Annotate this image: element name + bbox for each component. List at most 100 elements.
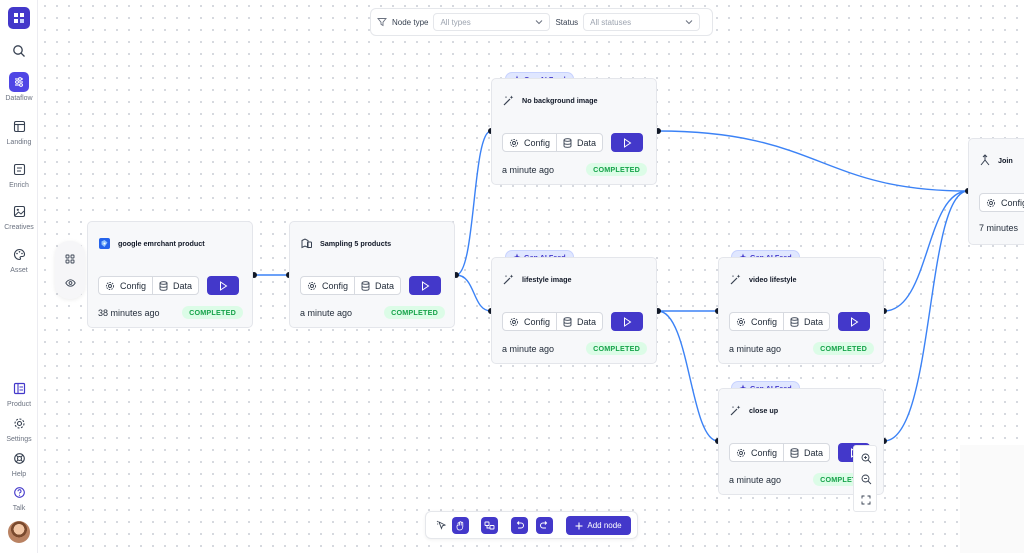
status-select[interactable]: All statuses [583, 13, 701, 31]
config-label: Config [120, 280, 147, 291]
sidebar-item-label: Talk [12, 505, 26, 512]
node-title: close up [749, 406, 779, 415]
grid-view-button[interactable] [63, 252, 77, 266]
layout-button[interactable] [481, 517, 498, 534]
node-timestamp: a minute ago [502, 343, 555, 354]
preview-button[interactable] [63, 276, 77, 290]
config-button[interactable]: Config [99, 277, 152, 294]
status-badge: COMPLETED [586, 163, 647, 176]
play-icon [219, 280, 227, 291]
config-label: Config [322, 280, 349, 291]
undo-button[interactable] [511, 517, 528, 534]
config-button[interactable]: Config [980, 194, 1024, 211]
flow-node-no-background[interactable]: No background image Config Data a minute… [491, 78, 657, 185]
data-button[interactable]: Data [783, 444, 829, 461]
flow-node-google-merchant[interactable]: google emrchant product Config Data 38 m… [87, 221, 253, 328]
filter-bar: Node type All types Status All statuses [370, 8, 713, 36]
node-type-value: All types [440, 17, 471, 27]
data-label: Data [577, 137, 597, 148]
data-button[interactable]: Data [354, 277, 400, 294]
node-title: Sampling 5 products [320, 239, 392, 248]
config-label: Config [524, 316, 551, 327]
sidebar-item-label: Dataflow [5, 95, 33, 102]
sampling-icon [301, 238, 312, 249]
config-label: Config [751, 447, 778, 458]
magic-wand-icon [730, 274, 741, 285]
node-timestamp: a minute ago [502, 164, 555, 175]
sidebar-item-settings[interactable]: Settings [0, 413, 38, 443]
view-toggle-panel [55, 241, 85, 299]
question-icon [9, 482, 29, 502]
app-logo[interactable] [8, 7, 30, 29]
play-icon [623, 137, 631, 148]
data-button[interactable]: Data [556, 134, 602, 151]
canvas-toolbar: Add node [425, 511, 638, 539]
run-button[interactable] [409, 276, 442, 295]
node-header: close up [729, 404, 778, 417]
run-button[interactable] [611, 312, 644, 331]
config-button[interactable]: Config [730, 444, 783, 461]
google-merchant-icon [99, 238, 110, 249]
canvas-edge [960, 445, 1024, 553]
database-icon [790, 316, 799, 327]
gear-icon [509, 138, 519, 147]
pan-tool-button[interactable] [452, 517, 469, 534]
data-button[interactable]: Data [783, 313, 829, 330]
data-button[interactable]: Data [556, 313, 602, 330]
flow-node-sampling[interactable]: Sampling 5 products Config Data a minute… [289, 221, 455, 328]
run-button[interactable] [207, 276, 240, 295]
config-button[interactable]: Config [301, 277, 354, 294]
node-footer: a minute ago COMPLETED [729, 342, 874, 355]
add-node-button[interactable]: Add node [566, 516, 631, 535]
fit-view-button[interactable] [859, 493, 873, 507]
sidebar-item-label: Settings [6, 436, 32, 443]
node-controls: Config Data [729, 312, 871, 331]
config-button[interactable]: Config [730, 313, 783, 330]
config-data-group: Config [979, 193, 1024, 212]
node-title: video lifestyle [749, 275, 797, 284]
sidebar-item-label: Landing [6, 139, 32, 146]
enrich-icon [9, 159, 29, 179]
data-button[interactable]: Data [152, 277, 198, 294]
node-header: lifestyle image [502, 273, 572, 286]
gear-icon [736, 317, 746, 326]
dataflow-icon [9, 72, 29, 92]
filter-icon [377, 18, 387, 27]
flow-node-join[interactable]: Join Config 7 minutes [968, 138, 1024, 245]
gear-icon [105, 281, 115, 290]
run-button[interactable] [611, 133, 644, 152]
flow-node-video-lifestyle[interactable]: video lifestyle Config Data a minute ago… [718, 257, 884, 364]
config-button[interactable]: Config [503, 134, 556, 151]
sidebar-item-dataflow[interactable]: Dataflow [0, 72, 38, 102]
sidebar-item-talk[interactable]: Talk [0, 482, 38, 512]
cursor-icon [436, 520, 447, 530]
fullscreen-icon [861, 495, 871, 505]
sidebar-item-creatives[interactable]: Creatives [0, 201, 38, 231]
select-tool-button[interactable] [433, 517, 450, 534]
logo-icon [14, 13, 24, 23]
config-data-group: Config Data [502, 312, 604, 331]
node-type-select[interactable]: All types [433, 13, 551, 31]
data-label: Data [804, 447, 824, 458]
status-badge: COMPLETED [384, 306, 445, 319]
node-timestamp: a minute ago [729, 474, 782, 485]
flow-node-lifestyle-image[interactable]: lifestyle image Config Data a minute ago… [491, 257, 657, 364]
node-title: lifestyle image [522, 275, 572, 284]
config-button[interactable]: Config [503, 313, 556, 330]
zoom-in-button[interactable] [859, 451, 873, 465]
lifebuoy-icon [9, 448, 29, 468]
avatar[interactable] [8, 521, 30, 543]
sidebar-item-search[interactable] [0, 41, 38, 61]
sidebar-item-enrich[interactable]: Enrich [0, 159, 38, 189]
sidebar-item-help[interactable]: Help [0, 448, 38, 478]
run-button[interactable] [838, 312, 871, 331]
sidebar-item-landing[interactable]: Landing [0, 116, 38, 146]
redo-button[interactable] [536, 517, 553, 534]
sidebar-item-product[interactable]: Product [0, 378, 38, 408]
sidebar-item-asset[interactable]: Asset [0, 244, 38, 274]
config-data-group: Config Data [300, 276, 402, 295]
node-header: No background image [502, 94, 597, 107]
zoom-out-button[interactable] [859, 472, 873, 486]
sidebar-item-label: Enrich [9, 182, 29, 189]
merge-icon [980, 154, 990, 166]
